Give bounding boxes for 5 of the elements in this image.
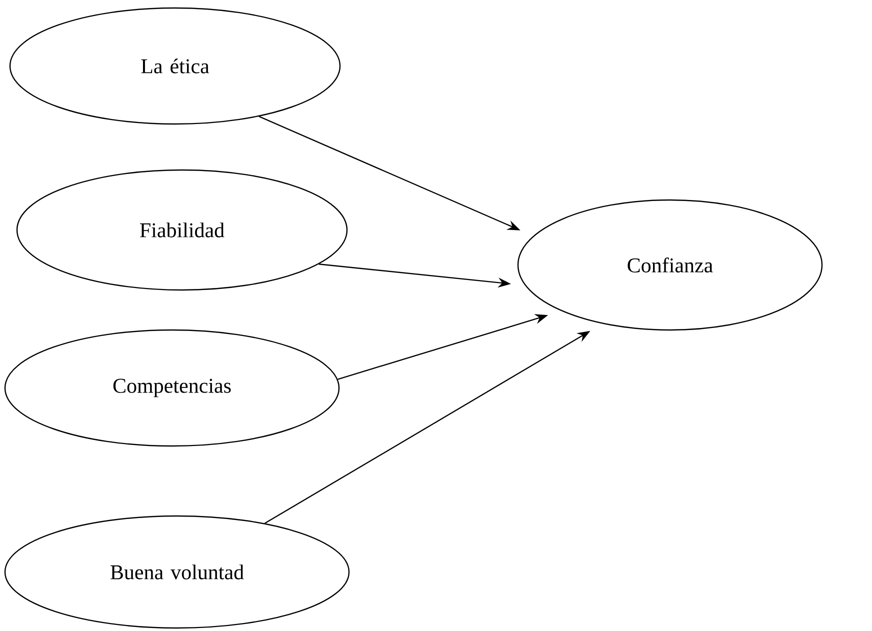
ellipse-node: Buena voluntad [4, 515, 350, 629]
ellipse-node: Fiabilidad [16, 169, 348, 291]
ellipse-node: La ética [9, 7, 341, 125]
ellipse-node: Competencias [4, 329, 340, 447]
ellipse-node: Confianza [517, 199, 823, 331]
